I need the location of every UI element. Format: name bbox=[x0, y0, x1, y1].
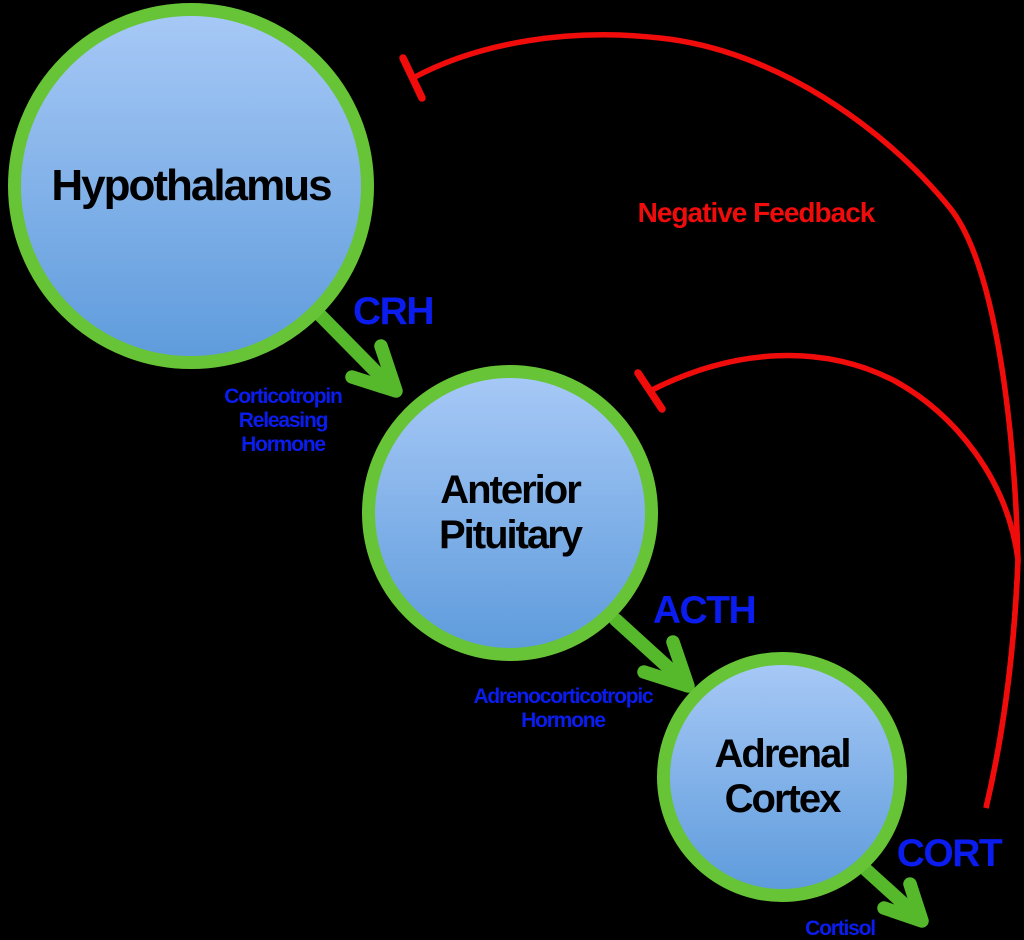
cort-label: CORT bbox=[896, 832, 1003, 875]
crh-full-name-line3: Hormone bbox=[241, 433, 326, 456]
node-anterior-pituitary: Anterior Pituitary bbox=[362, 365, 658, 661]
negative-feedback-label: Negative Feedback bbox=[637, 197, 876, 228]
inhibition-tbar-hypothalamus-icon bbox=[399, 54, 426, 102]
acth-arrow bbox=[609, 613, 695, 693]
negative-feedback-arc-to-anterior-pituitary bbox=[650, 352, 1021, 809]
inhibition-tbar-anterior-pituitary-icon bbox=[634, 369, 666, 413]
node-adrenal-cortex-text-line2: Cortex bbox=[724, 777, 842, 821]
crh-arrow bbox=[313, 308, 403, 398]
node-anterior-pituitary-text-line2: Pituitary bbox=[438, 513, 583, 557]
node-adrenal-cortex-label: Adrenal Cortex bbox=[714, 731, 852, 822]
node-adrenal-cortex: Adrenal Cortex bbox=[657, 652, 907, 902]
crh-full-name-label: Corticotropin Releasing Hormone bbox=[224, 385, 343, 457]
crh-label: CRH bbox=[353, 290, 435, 333]
crh-full-name-line1: Corticotropin bbox=[224, 385, 343, 408]
cort-full-name-line1: Cortisol bbox=[805, 917, 876, 940]
acth-full-name-line1: Adrenocorticotropic bbox=[473, 685, 653, 708]
crh-full-name-line2: Releasing bbox=[238, 409, 329, 432]
acth-full-name-line2: Hormone bbox=[521, 709, 606, 732]
acth-label: ACTH bbox=[652, 589, 757, 632]
cort-full-name-label: Cortisol bbox=[805, 917, 876, 940]
node-adrenal-cortex-text-line1: Adrenal bbox=[714, 731, 852, 776]
node-hypothalamus-text: Hypothalamus bbox=[51, 161, 332, 211]
node-hypothalamus-label: Hypothalamus bbox=[51, 161, 332, 211]
acth-full-name-label: Adrenocorticotropic Hormone bbox=[473, 685, 653, 733]
node-anterior-pituitary-text-line1: Anterior bbox=[440, 467, 582, 512]
node-anterior-pituitary-label: Anterior Pituitary bbox=[438, 467, 583, 558]
node-hypothalamus: Hypothalamus bbox=[8, 3, 374, 369]
